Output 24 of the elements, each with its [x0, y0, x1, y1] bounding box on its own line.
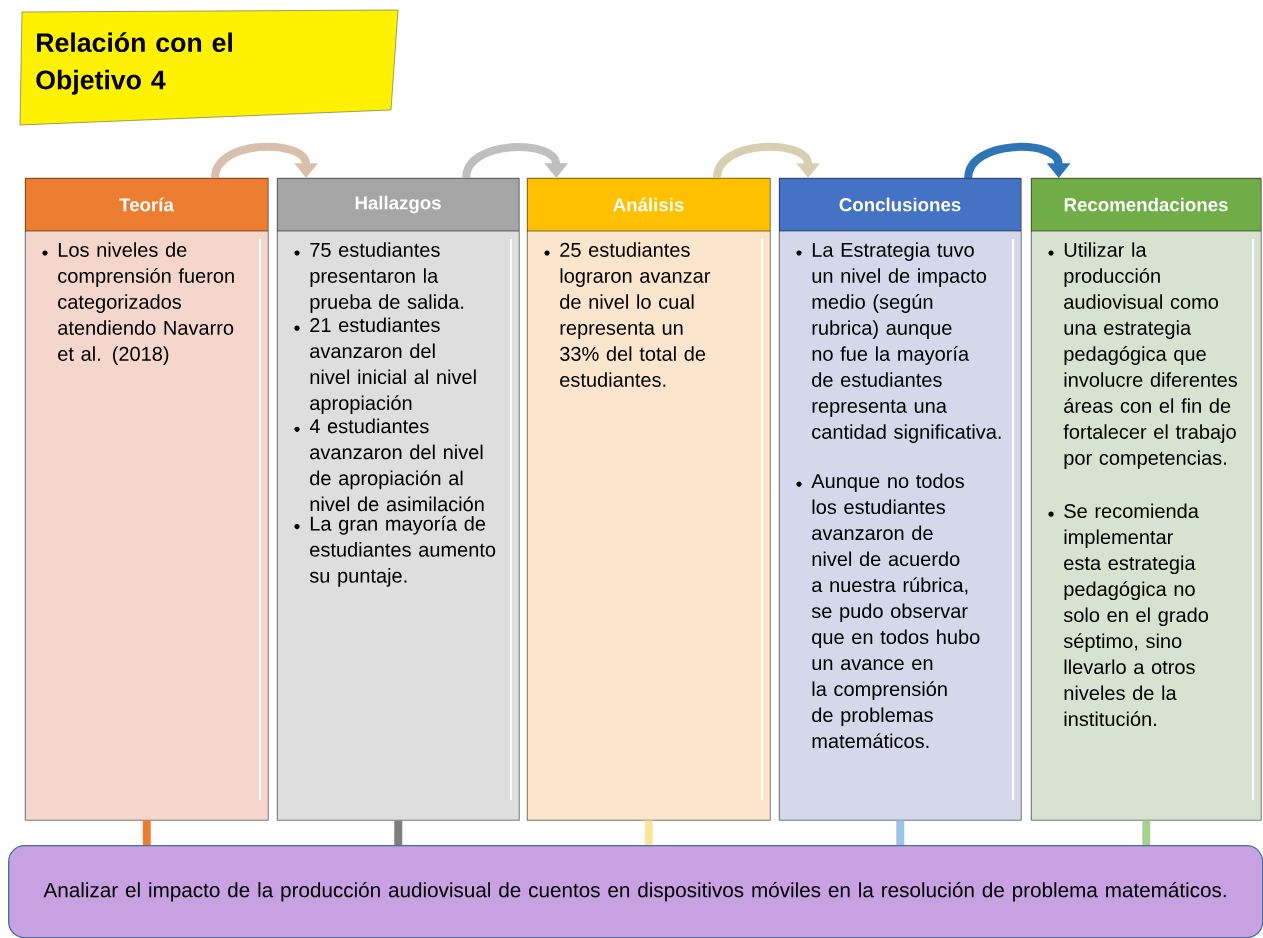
- column-box: [526, 178, 771, 821]
- bullet-item: La gran mayoría de estudiantes aumento su puntaje.: [309, 515, 496, 587]
- bullet-item: 21 estudiantes avanzaron del nivel inicial al nivel apropiación: [310, 317, 476, 415]
- column-box: [276, 178, 520, 821]
- column-box: [24, 178, 269, 821]
- title-banner: Relación con el Objetivo 4: [19, 9, 399, 126]
- bullet-item: Se recomienda implementar esta estrategia pedagógica no solo en el grado séptimo, sino llevarlo a otros niveles de la institución.: [1063, 503, 1209, 727]
- column-heading: Recomendaciones: [1064, 197, 1228, 212]
- bullet-item: Aunque no todos los estudiantes avanzaron de nivel de acuerdo a nuestra rúbrica, se pudo observar que en todos hubo un avance en la comprensión de problemas matemáticos.: [811, 473, 980, 749]
- bullet-item: Los niveles de comprensión fueron categorizados atendiendo Navarro et al. (2018): [58, 242, 234, 365]
- column-heading: Análisis: [613, 197, 684, 212]
- curved-arrow: [713, 142, 820, 179]
- bullet-item: Utilizar la producción audiovisual como una estrategia pedagógica que involucre diferentes áreas con el fin de fortalecer el trabajo por competencias.: [1063, 242, 1238, 469]
- column-heading: Conclusiones: [839, 197, 961, 212]
- column-box: [1030, 178, 1262, 821]
- column-box: [778, 178, 1022, 821]
- bullet-item: 25 estudiantes lograron avanzar de nivel lo cual representa un 33% del total de estudiantes.: [560, 242, 711, 387]
- bullet-item: La Estrategia tuvo un nivel de impacto medio (según rubrica) aunque no fue la mayoría de estudiantes representa una cantidad significativa.: [812, 242, 1001, 443]
- curved-arrow: [211, 142, 318, 179]
- objective-box: Analizar el impacto de la producción audiovisual de cuentos en dispositivos móviles en la resolución de problema matemáticos.: [8, 845, 1263, 938]
- bullet-item: 75 estudiantes presentaron la prueba de salida.: [310, 242, 464, 313]
- column-heading: Hallazgos: [355, 195, 441, 214]
- bullet-item: 4 estudiantes avanzaron del nivel de apropiación al nivel de asimilación: [309, 418, 484, 512]
- column-heading: Teoría: [119, 197, 174, 212]
